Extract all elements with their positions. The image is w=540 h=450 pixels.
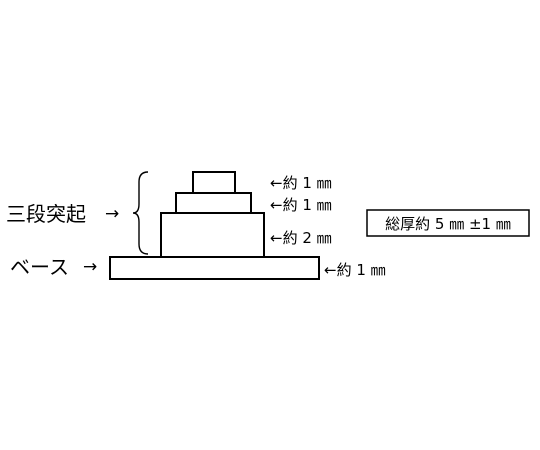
tier-bottom-thickness-label: ←約 2 ㎜ bbox=[270, 229, 332, 247]
tier-bottom-block bbox=[160, 212, 265, 258]
tier-top-thickness-label: ←約 1 ㎜ bbox=[270, 174, 332, 192]
total-thickness-box bbox=[366, 209, 530, 237]
tier-middle-block bbox=[175, 192, 252, 214]
protrusion-arrow: → bbox=[105, 204, 119, 224]
base-block bbox=[109, 256, 320, 280]
base-thickness-label: ←約 1 ㎜ bbox=[324, 261, 386, 279]
tier-middle-thickness-label: ←約 1 ㎜ bbox=[270, 196, 332, 214]
tier-top-block bbox=[192, 171, 236, 194]
base-label: ベース bbox=[10, 255, 69, 279]
total-thickness-label: 総厚約 5 ㎜ ±1 ㎜ bbox=[385, 215, 511, 233]
base-arrow: → bbox=[83, 257, 97, 277]
protrusion-label: 三段突起 bbox=[6, 202, 86, 226]
protrusion-brace bbox=[132, 171, 149, 255]
